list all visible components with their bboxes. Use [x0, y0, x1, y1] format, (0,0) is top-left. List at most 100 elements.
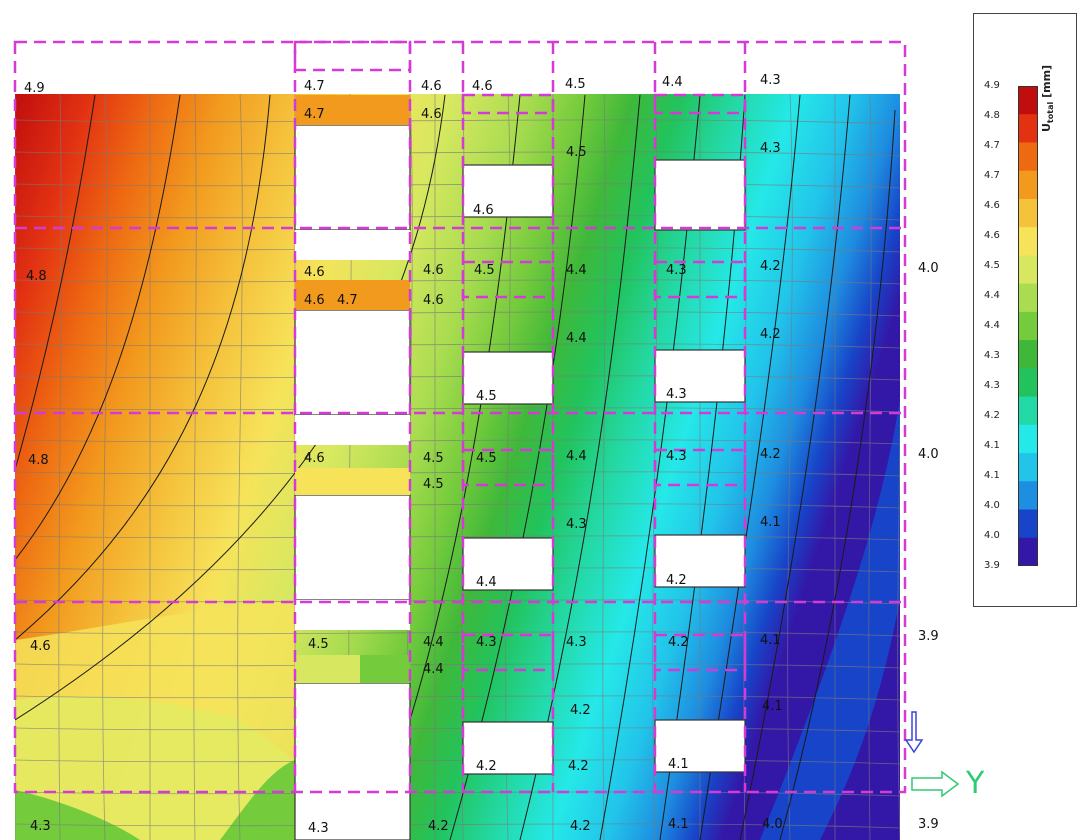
legend-tick-label: 4.1: [984, 440, 1000, 451]
axis-indicator: [904, 711, 960, 798]
field-value-label: 4.6: [304, 451, 325, 466]
legend-color-swatch: [1018, 227, 1038, 256]
lower-right-region: [760, 400, 900, 840]
legend-color-swatch: [1018, 255, 1038, 285]
field-value-label: 4.6: [304, 293, 325, 308]
field-value-label: 4.6: [423, 263, 444, 278]
field-value-label: 4.5: [308, 637, 329, 652]
y-axis-arrow: [911, 770, 960, 798]
field-value-label: 4.3: [666, 263, 687, 278]
field-value-label: 4.2: [760, 259, 781, 274]
field-value-label: 4.6: [473, 203, 494, 218]
opening-col1-e: [294, 494, 411, 601]
field-value-label: 4.1: [760, 515, 781, 530]
field-value-label: 4.4: [476, 575, 497, 590]
opening-col1-g: [294, 682, 411, 840]
legend-tick-label: 4.4: [984, 290, 1000, 301]
legend-color-swatch: [1018, 509, 1038, 539]
field-value-label: 4.8: [28, 453, 49, 468]
field-value-label: 4.3: [666, 387, 687, 402]
field-value-label: 4.7: [304, 79, 325, 94]
field-value-label: 4.6: [472, 79, 493, 94]
field-value-label: 4.3: [30, 819, 51, 834]
field-value-label: 4.1: [762, 699, 783, 714]
field-value-label: 4.5: [476, 389, 497, 404]
field-value-label: 4.6: [421, 107, 442, 122]
legend-tick-label: 4.7: [984, 170, 1000, 181]
field-value-label: 4.5: [423, 451, 444, 466]
legend-tick-label: 4.3: [984, 350, 1000, 361]
field-value-label: 4.9: [24, 81, 45, 96]
field-value-label: 4.2: [476, 759, 497, 774]
legend-color-swatch: [1018, 481, 1038, 511]
field-value-label: 4.2: [668, 635, 689, 650]
opening-col2-d: [462, 721, 554, 775]
legend-color-swatch: [1018, 114, 1038, 143]
opening-col2-a: [462, 164, 554, 218]
field-value-label: 4.2: [428, 819, 449, 834]
field-value-label: 3.9: [918, 817, 939, 832]
opening-col3-a: [654, 159, 746, 231]
legend-color-bar: [1018, 86, 1038, 566]
field-value-label: 4.7: [304, 107, 325, 122]
legend-color-swatch: [1018, 198, 1038, 228]
legend-tick-label: 4.6: [984, 200, 1000, 211]
opening-col1-f: [295, 600, 410, 630]
legend-color-swatch: [1018, 311, 1038, 341]
opening-col2-c: [462, 537, 554, 591]
legend-tick-label: 4.1: [984, 470, 1000, 481]
field-value-label: 4.2: [666, 573, 687, 588]
legend-tick-label: 4.6: [984, 230, 1000, 241]
field-value-label: 4.3: [666, 449, 687, 464]
legend-tick-label: 4.2: [984, 410, 1000, 421]
legend-title-symbol: U: [1040, 123, 1053, 132]
field-value-label: 4.2: [760, 447, 781, 462]
legend-color-swatch: [1018, 453, 1038, 482]
opening-col1-c: [294, 309, 411, 416]
field-value-label: 4.6: [304, 265, 325, 280]
legend-color-swatch: [1018, 368, 1038, 398]
field-value-label: 4.2: [568, 759, 589, 774]
field-value-label: 4.3: [476, 635, 497, 650]
field-value-label: 4.3: [308, 821, 329, 836]
legend-color-swatch: [1018, 340, 1038, 369]
frame-lines: [13, 40, 907, 794]
field-value-label: 4.1: [668, 817, 689, 832]
legend-tick-label: 3.9: [984, 560, 1000, 571]
field-value-label: 4.4: [566, 449, 587, 464]
field-value-label: 4.5: [565, 77, 586, 92]
legend-tick-label: 4.0: [984, 530, 1000, 541]
opening-col3-c: [654, 534, 746, 588]
field-value-label: 4.5: [476, 451, 497, 466]
field-value-label: 4.0: [918, 261, 939, 276]
field-value-label: 4.4: [566, 263, 587, 278]
legend-color-swatch: [1018, 396, 1038, 426]
legend-tick-label: 4.4: [984, 320, 1000, 331]
field-value-label: 4.1: [668, 757, 689, 772]
opening-col2-b: [462, 351, 554, 405]
field-value-label: 4.5: [566, 145, 587, 160]
field-value-label: 4.8: [26, 269, 47, 284]
field-value-label: 4.6: [30, 639, 51, 654]
legend-tick-label: 4.5: [984, 260, 1000, 271]
opening-col1-b: [295, 230, 410, 260]
z-axis-arrow: [904, 711, 924, 754]
lower-left-region: [15, 600, 295, 840]
legend-tick-label: 4.8: [984, 110, 1000, 121]
field-value-label: 4.2: [570, 819, 591, 834]
field-value-label: 4.5: [474, 263, 495, 278]
field-value-label: 4.2: [760, 327, 781, 342]
field-value-label: 4.3: [566, 517, 587, 532]
field-value-label: 4.4: [423, 662, 444, 677]
field-value-label: 4.1: [760, 633, 781, 648]
legend-color-swatch: [1018, 170, 1038, 200]
opening-col1-d: [295, 415, 410, 445]
legend-color-swatch: [1018, 283, 1038, 313]
field-value-label: 3.9: [918, 629, 939, 644]
legend-color-swatch: [1018, 142, 1038, 172]
legend-title: Utotal [mm]: [1040, 24, 1055, 134]
legend-color-swatch: [1018, 537, 1038, 566]
field-value-label: 4.3: [760, 73, 781, 88]
field-value-label: 4.4: [662, 75, 683, 90]
